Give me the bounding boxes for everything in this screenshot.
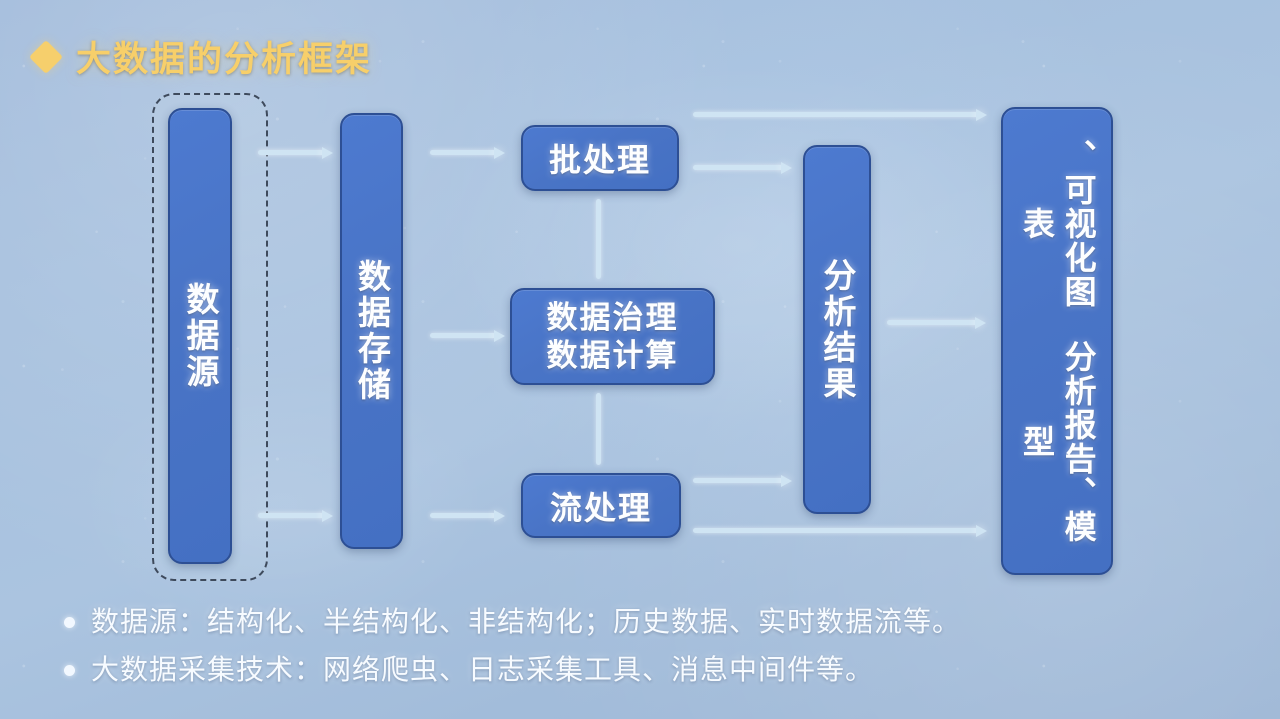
arrowhead-stream-to-analysis <box>781 474 792 487</box>
arrowhead-storage-to-batch <box>494 146 505 159</box>
node-stream-process[interactable]: 流处理 <box>521 473 681 538</box>
note-text-2: 大数据采集技术：网络爬虫、日志采集工具、消息中间件等。 <box>91 653 875 685</box>
connector-analysis-to-output <box>887 320 977 325</box>
node-output-column-right: 、可视化图表 <box>1019 138 1097 309</box>
connector-governance-to-stream <box>596 393 601 465</box>
connector-stream-to-analysis <box>693 478 783 483</box>
node-output-deliverables[interactable]: 、可视化图表 分析报告、模型 <box>1001 107 1113 575</box>
bullet-dot-icon <box>64 617 75 628</box>
list-item: 数据源：结构化、半结构化、非结构化；历史数据、实时数据流等。 <box>64 604 1254 640</box>
connector-batch-to-output-top <box>693 112 978 117</box>
note-text-1: 数据源：结构化、半结构化、非结构化；历史数据、实时数据流等。 <box>91 606 962 637</box>
node-output-column-left: 分析报告、模型 <box>1019 339 1097 544</box>
arrowhead-batch-to-analysis <box>781 161 792 174</box>
node-data-source[interactable]: 数据源 <box>168 108 232 564</box>
arrowhead-storage-to-stream <box>494 509 505 522</box>
arrowhead-source-to-storage-bottom <box>322 509 333 522</box>
node-data-governance-line2: 数据计算 <box>546 337 679 373</box>
arrowhead-stream-to-output-bottom <box>976 524 987 537</box>
arrowhead-batch-to-output-top <box>976 108 987 121</box>
connector-batch-to-governance <box>596 199 601 279</box>
node-data-storage[interactable]: 数据存储 <box>340 113 403 549</box>
arrowhead-analysis-to-output <box>975 316 986 329</box>
node-data-governance-line1: 数据治理 <box>546 299 679 335</box>
notes-list: 数据源：结构化、半结构化、非结构化；历史数据、实时数据流等。 大数据采集技术：网… <box>64 604 1254 700</box>
list-item: 大数据采集技术：网络爬虫、日志采集工具、消息中间件等。 <box>64 652 1254 688</box>
node-analysis-result[interactable]: 分析结果 <box>803 145 871 514</box>
arrowhead-source-to-storage-top <box>322 146 333 159</box>
node-batch-process[interactable]: 批处理 <box>521 125 679 191</box>
diamond-icon <box>29 39 63 74</box>
connector-stream-to-output-bottom <box>693 528 978 533</box>
page-title: 大数据的分析框架 <box>76 40 373 79</box>
connector-batch-to-analysis <box>693 165 783 170</box>
slide-title-row: 大数据的分析框架 <box>29 31 373 82</box>
connector-storage-to-governance <box>430 333 496 338</box>
connector-storage-to-stream <box>430 513 496 518</box>
arrowhead-storage-to-governance <box>494 329 505 342</box>
node-data-governance[interactable]: 数据治理 数据计算 <box>510 288 715 385</box>
connector-source-to-storage-top <box>258 150 324 155</box>
connector-storage-to-batch <box>430 150 496 155</box>
connector-source-to-storage-bottom <box>258 513 324 518</box>
bullet-dot-icon <box>64 664 75 676</box>
